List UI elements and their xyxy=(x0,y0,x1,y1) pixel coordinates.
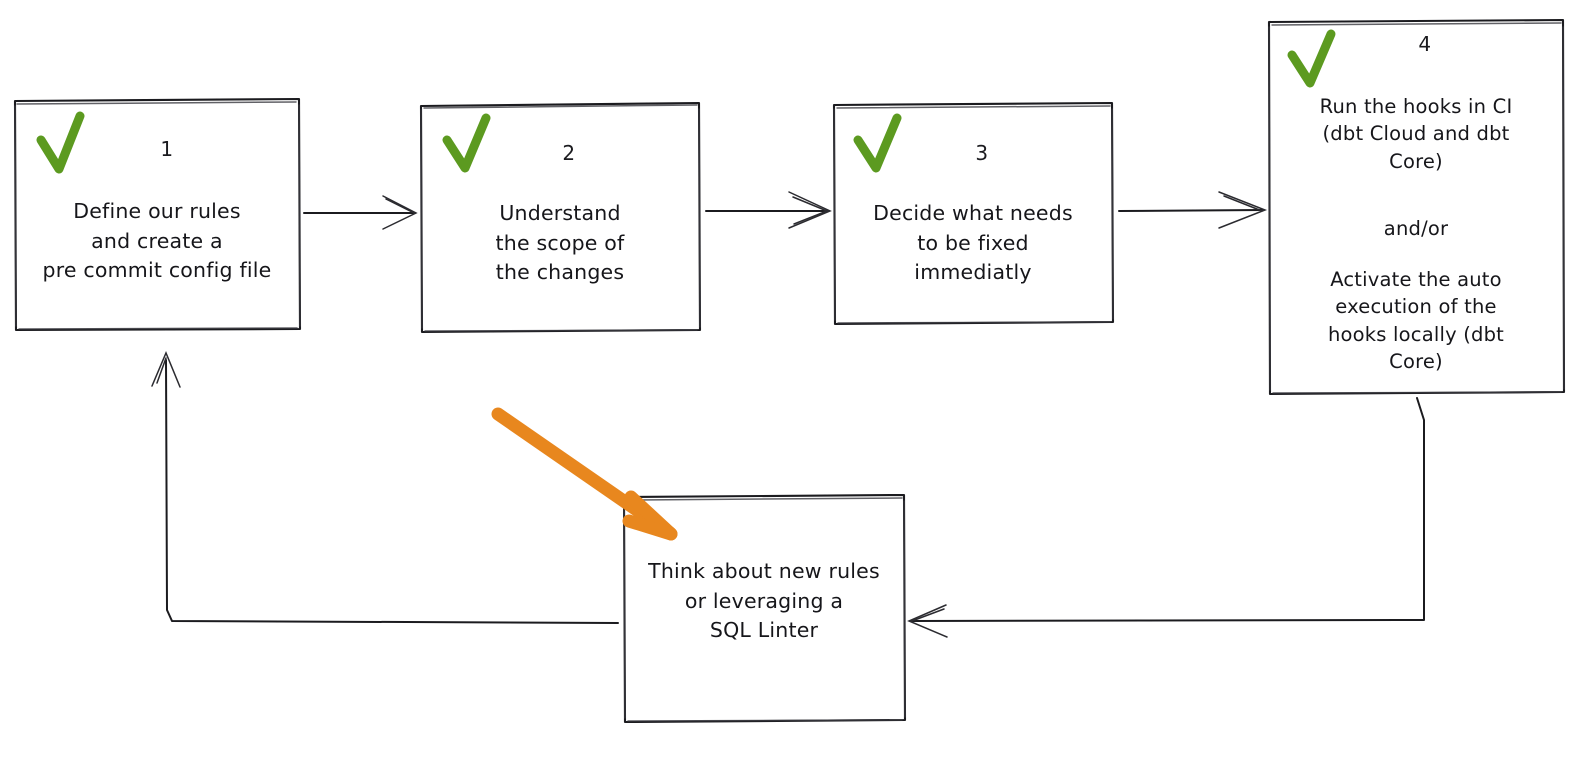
step-4-node[interactable]: 4 Run the hooks in CI (dbt Cloud and dbt… xyxy=(1268,20,1564,394)
step-4-text-conjunction: and/or xyxy=(1383,217,1449,240)
step-3-node[interactable]: 3 Decide what needs to be fixed immediat… xyxy=(833,103,1113,324)
arrow-3-to-4 xyxy=(1118,191,1268,229)
step-2-node[interactable]: 2 Understand the scope of the changes xyxy=(420,103,700,332)
step-1-number: 1 xyxy=(160,137,174,161)
loop-node-text: Think about new rules or leveraging a SQ… xyxy=(648,559,880,643)
step-4-number: 4 xyxy=(1418,32,1432,56)
step-1-text: Define our rules and create a pre commit… xyxy=(42,199,272,283)
arrow-4-to-loop xyxy=(907,397,1425,638)
arrow-loop-to-1 xyxy=(151,351,619,624)
step-2-number: 2 xyxy=(562,141,576,165)
arrow-2-to-3 xyxy=(705,191,832,229)
arrow-1-to-2 xyxy=(303,195,418,230)
step-4-text-secondary: Activate the auto execution of the hooks… xyxy=(1327,268,1505,373)
step-1-node[interactable]: 1 Define our rules and create a pre comm… xyxy=(14,99,300,330)
step-2-text: Understand the scope of the changes xyxy=(495,201,625,285)
step-4-text-primary: Run the hooks in CI (dbt Cloud and dbt C… xyxy=(1319,95,1513,173)
step-3-text: Decide what needs to be fixed immediatly xyxy=(873,201,1073,285)
loop-node[interactable]: Think about new rules or leveraging a SQ… xyxy=(623,495,905,722)
step-3-number: 3 xyxy=(975,141,989,165)
